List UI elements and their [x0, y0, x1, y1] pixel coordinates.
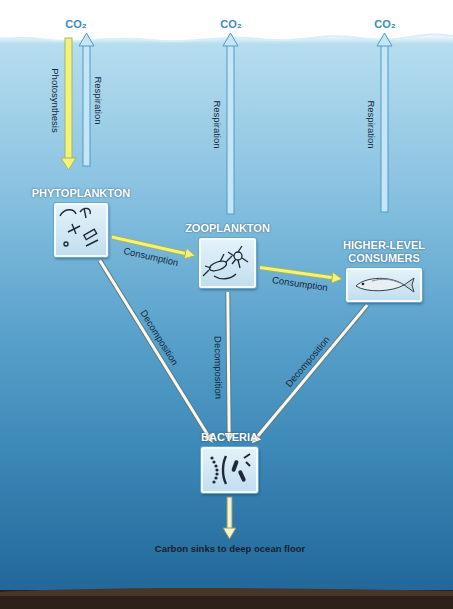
arrow-head [331, 272, 342, 283]
node-heading: HIGHER-LEVEL CONSUMERS [328, 239, 440, 265]
bacteria-box: BACTERIA [201, 447, 258, 493]
process-label: Photosynthesis [50, 68, 61, 132]
arrow-outline [100, 260, 209, 436]
respiration-arrow [79, 33, 94, 166]
edge-label: Decomposition [213, 336, 225, 399]
flow-arrow [100, 260, 213, 443]
ocean-floor-edge [0, 588, 453, 596]
arrow-head [184, 248, 195, 259]
photosynthesis-arrow [61, 38, 76, 170]
edge-label: Decomposition [283, 333, 332, 388]
edge-label: Decomposition [138, 308, 180, 367]
process-label: Respiration [366, 100, 377, 148]
node-heading: BACTERIA [201, 431, 258, 444]
arrow-shaft [257, 305, 367, 437]
co2-label: CO₂ [374, 19, 395, 30]
respiration-arrow [377, 33, 392, 212]
process-label: Respiration [93, 76, 104, 124]
co2-label: CO₂ [220, 19, 241, 30]
flow-arrow [251, 305, 367, 444]
process-label: Respiration [212, 100, 223, 148]
arrow-outline [260, 268, 333, 278]
flow-arrow [224, 292, 235, 443]
phytoplankton-box: PHYTOPLANKTON [54, 203, 108, 257]
node-heading: ZOOPLANKTON [185, 222, 270, 235]
edge-label: Consumption [271, 274, 328, 293]
respiration-arrow [223, 33, 238, 214]
bacteria-icon [210, 454, 250, 484]
co2-label: CO₂ [65, 19, 86, 30]
zooplankton-icon [203, 246, 248, 279]
consumer-box: HIGHER-LEVEL CONSUMERS [346, 268, 422, 302]
arrow-outline [257, 305, 367, 437]
arrow-shaft [100, 260, 209, 436]
node-heading: PHYTOPLANKTON [32, 187, 131, 200]
fish-icon [356, 278, 414, 292]
edge-label: Consumption [123, 245, 180, 268]
zooplankton-box: ZOOPLANKTON [199, 238, 256, 288]
sinking-arrow [223, 497, 236, 539]
phytoplankton-icon [60, 208, 98, 246]
arrow-outline [228, 292, 229, 434]
arrow-shaft [228, 292, 229, 434]
sink-note: Carbon sinks to deep ocean floor [155, 543, 305, 554]
arrow-shaft [260, 268, 333, 278]
